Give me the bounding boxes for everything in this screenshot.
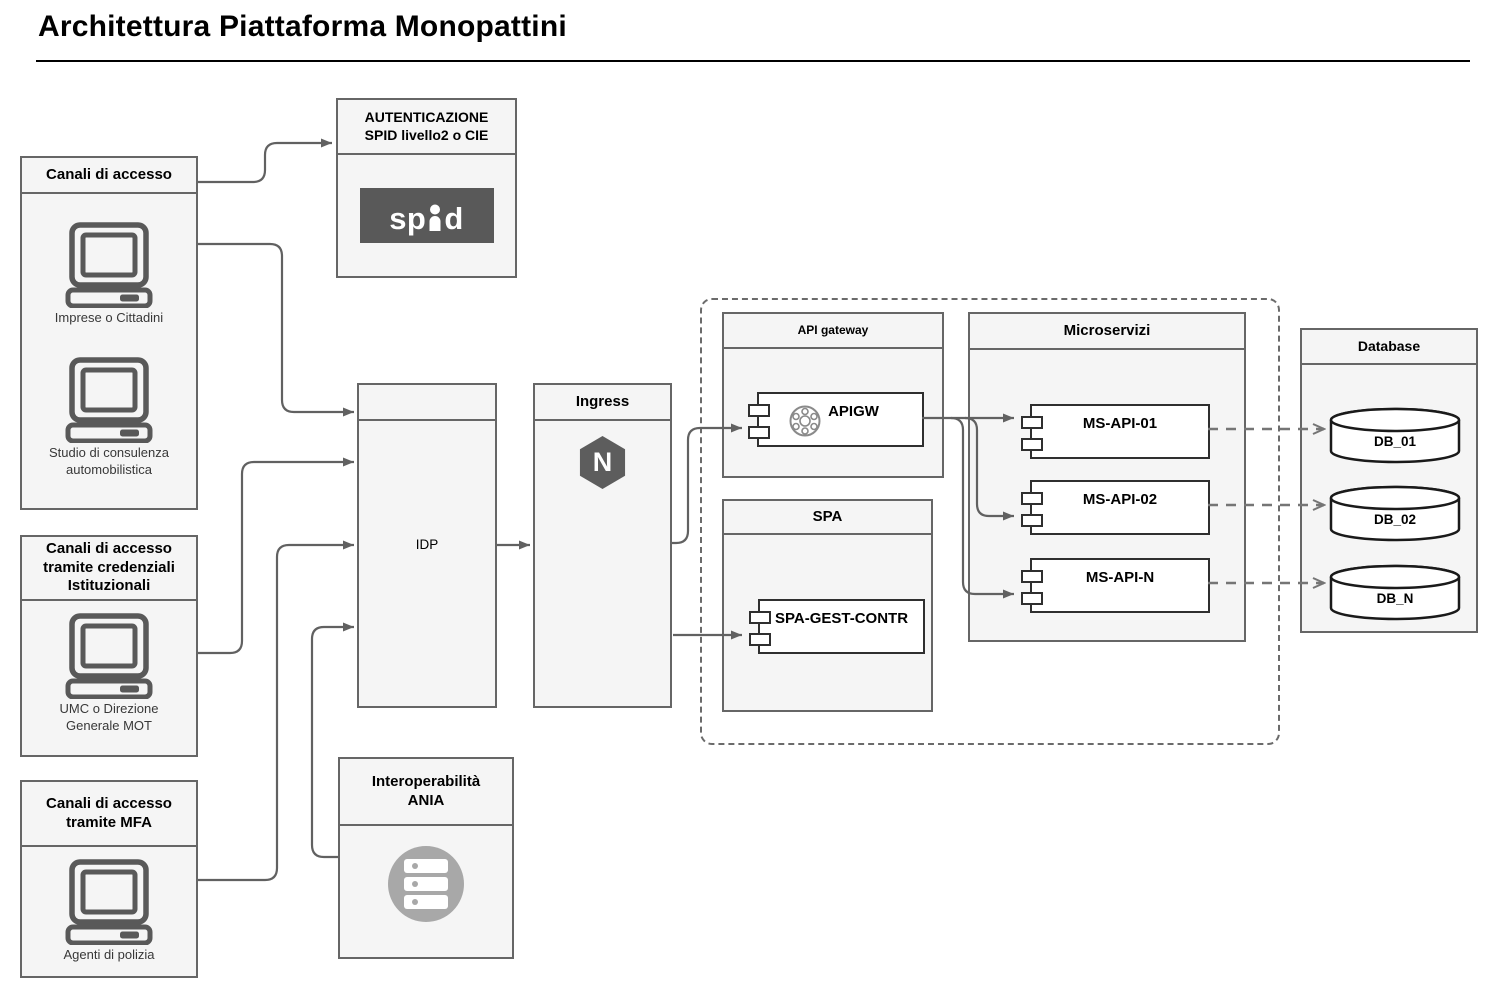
component-port [1021,416,1043,429]
node-canali-mfa-title: Canali di accesso tramite MFA [22,782,196,847]
node-spa-title: SPA [724,501,931,535]
database-label: DB_02 [1373,512,1417,527]
edge-canali-mfa-to-idp [198,540,354,882]
component-port [748,426,770,439]
apigw-wheel-icon [789,405,821,437]
edge-canali-accesso-to-spid [198,138,332,184]
component-port [1021,592,1043,605]
component-port [1021,570,1043,583]
node-database: Database DB_01 DB_02 [1300,328,1478,633]
component-label: MS-API-N [1085,569,1155,586]
component-port [749,633,771,646]
database-label: DB_01 [1373,434,1417,449]
cylinder-icon [1329,564,1461,621]
node-ingress-title: Ingress [535,385,670,421]
database-cylinder-db-01: DB_01 [1329,407,1461,465]
actor-label: Imprese o Cittadini [54,310,164,325]
node-autenticazione-title: AUTENTICAZIONE SPID livello2 o CIE [338,100,515,155]
actor-label: Studio di consulenza automobilistica [49,444,169,477]
node-microservizi: Microservizi MS-API-01 MS-API-02 MS-API-… [968,312,1246,642]
node-canali-di-accesso-title: Canali di accesso [22,158,196,194]
node-ania-title: Interoperabilità ANIA [340,759,512,826]
desktop-computer-icon [65,222,153,308]
desktop-computer-icon [65,357,153,443]
database-cylinder-db-02: DB_02 [1329,485,1461,543]
component-ms-api-n: MS-API-N [1021,558,1210,613]
cylinder-icon [1329,407,1461,464]
database-label: DB_N [1376,591,1414,606]
database-cylinder-db-n: DB_N [1329,564,1461,622]
component-port [1021,492,1043,505]
component-ms-api-02: MS-API-02 [1021,480,1210,535]
component-port [749,611,771,624]
node-api-gateway-title: API gateway [724,314,942,349]
component-label: MS-API-02 [1082,491,1158,508]
node-api-gateway: API gateway APIGW [722,312,944,478]
edge-canali-accesso-to-idp [198,242,354,417]
component-ms-api-01: MS-API-01 [1021,404,1210,459]
component-port [1021,514,1043,527]
component-spa-gest-contr: SPA-GEST-CONTR [749,599,925,654]
desktop-computer-icon [65,613,153,699]
actor-imprese-o-cittadini: Imprese o Cittadini [22,222,196,327]
node-spa: SPA SPA-GEST-CONTR [722,499,933,712]
node-canali-credenziali-title: Canali di accesso tramite credenziali Is… [22,537,196,601]
spid-logo-text-left: sp [389,201,427,237]
component-port [1021,438,1043,451]
actor-agenti-di-polizia: Agenti di polizia [22,859,196,964]
node-idp-header [359,385,495,421]
node-database-title: Database [1302,330,1476,365]
node-interoperabilita-ania: Interoperabilità ANIA [338,757,514,959]
node-ingress: Ingress N [533,383,672,708]
page-title: Architettura Piattaforma Monopattini [38,10,567,43]
cylinder-icon [1329,485,1461,542]
component-apigw: APIGW [748,392,924,447]
actor-umc-direzione-mot: UMC o Direzione Generale MOT [22,613,196,735]
component-label: SPA-GEST-CONTR [774,610,909,627]
desktop-computer-icon [65,859,153,945]
node-autenticazione-spid: AUTENTICAZIONE SPID livello2 o CIE sp d [336,98,517,278]
node-canali-credenziali-istituzionali: Canali di accesso tramite credenziali Is… [20,535,198,757]
spid-logo-text-right: d [444,201,464,237]
node-canali-di-accesso: Canali di accesso Imprese o Cittadini [20,156,198,510]
component-port [748,404,770,417]
nginx-logo-icon: N [579,436,626,489]
nginx-letter: N [592,447,613,477]
edge-canali-istituzionali-to-idp [198,457,354,655]
spid-logo: sp d [359,188,494,243]
server-stack-icon [388,846,464,922]
actor-label: Agenti di polizia [63,947,155,962]
node-canali-mfa: Canali di accesso tramite MFA Agenti di … [20,780,198,978]
node-microservizi-title: Microservizi [970,314,1244,350]
spid-person-icon [429,204,441,231]
component-label: APIGW [828,403,879,420]
node-idp-label: IDP [415,537,439,552]
node-idp: IDP [357,383,497,708]
actor-studio-consulenza: Studio di consulenza automobilistica [22,357,196,479]
actor-label: UMC o Direzione Generale MOT [59,701,159,733]
title-underline [36,60,1470,62]
component-label: MS-API-01 [1082,415,1158,432]
